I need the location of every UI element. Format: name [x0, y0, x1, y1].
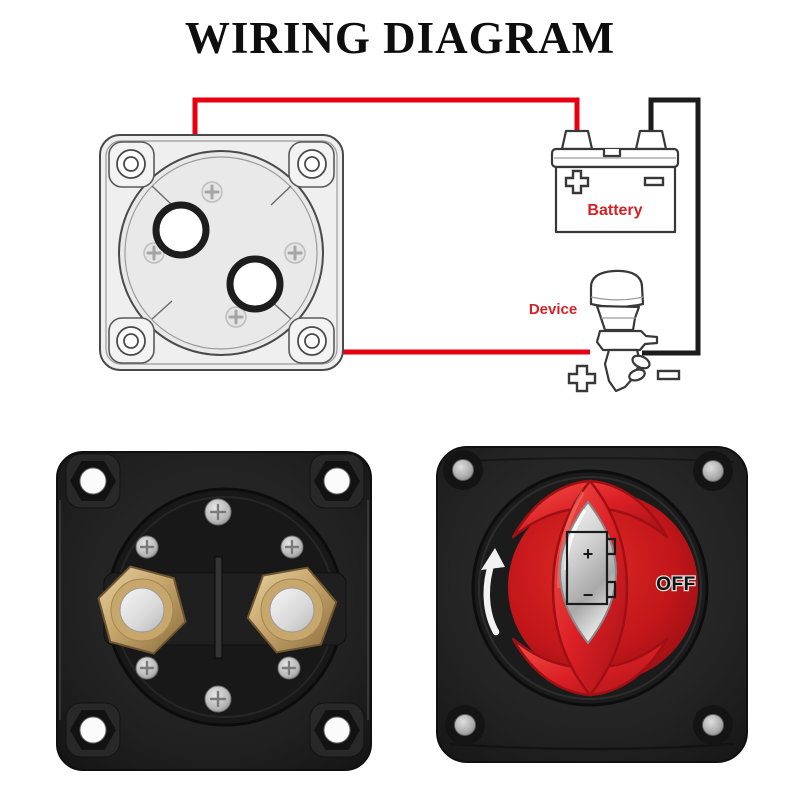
- screw-cross: [281, 660, 297, 676]
- device-label: Device: [529, 301, 577, 318]
- switch-housing-inner-line: [105, 140, 338, 365]
- screw-cross: [204, 184, 220, 200]
- battery-icon: + −: [565, 530, 617, 606]
- screw-cross: [146, 245, 162, 261]
- screw-cross: [209, 503, 227, 521]
- switch-top-view-drawing: [99, 134, 344, 371]
- screw-cross: [284, 539, 300, 555]
- minus-symbol: [643, 176, 665, 187]
- switch-face-inner-circle: [124, 156, 318, 350]
- minus-symbol: [656, 369, 681, 381]
- wiring-schematic: Battery Device: [99, 97, 701, 393]
- mount-hole-icon: [123, 333, 139, 349]
- battery-icon-outline: [565, 530, 609, 606]
- screw-icon: [702, 714, 724, 736]
- terminal-stud: [269, 587, 315, 633]
- screw-cross: [228, 309, 244, 325]
- negative-wire-battery-to-device: [642, 97, 701, 356]
- brass-terminal-positive: [97, 565, 187, 655]
- motor-cowl: [589, 269, 645, 309]
- corner-mount-tabs: [108, 141, 335, 364]
- dial-face-ring: [478, 476, 702, 700]
- chrome-lens: [558, 500, 618, 645]
- mount-hole-icon: [304, 156, 320, 172]
- arrow-head: [481, 548, 505, 570]
- body-edge-highlights: [59, 500, 369, 720]
- mount-through-hole: [79, 716, 107, 744]
- face-screws: [143, 181, 306, 328]
- battery-post-negative: [634, 129, 668, 151]
- body-bottom-seam: [449, 742, 735, 751]
- terminal-hole-positive: [152, 201, 210, 259]
- motor-lower-unit: [603, 348, 642, 393]
- mount-tab-gussets: [151, 185, 292, 320]
- propeller-blade: [631, 354, 651, 370]
- lens-minus-mark: −: [583, 585, 594, 605]
- mount-hole-icon: [123, 156, 139, 172]
- motor-cowl-band: [590, 296, 644, 301]
- device-drawing: Device: [529, 269, 681, 393]
- battery-post-positive: [560, 129, 594, 151]
- screw-icon: [452, 459, 474, 481]
- battery-drawing: Battery: [550, 129, 680, 234]
- mount-hole-icon: [304, 333, 320, 349]
- screw-cross: [287, 245, 303, 261]
- corner-mount-bosses: [65, 453, 365, 758]
- terminal-divider-bar: [214, 556, 223, 659]
- brass-terminal-load: [246, 566, 338, 654]
- screw-icon: [702, 460, 724, 482]
- terminal-stud: [119, 587, 165, 633]
- terminal-hole-load: [226, 255, 284, 313]
- screw-icon: [454, 714, 476, 736]
- rear-screws: [135, 498, 304, 713]
- screw-cross: [209, 690, 227, 708]
- plus-symbol: [564, 169, 590, 195]
- mount-through-hole: [79, 467, 107, 495]
- screw-cross: [139, 539, 155, 555]
- front-corner-screws: [443, 450, 733, 745]
- plus-symbol: [567, 364, 597, 393]
- rotate-arrow-icon: [481, 548, 505, 636]
- motor-bracket: [595, 329, 659, 352]
- switch-rear-photo: [56, 451, 372, 771]
- mount-through-hole: [323, 716, 351, 744]
- mount-through-hole: [323, 467, 351, 495]
- rotary-knob: + −: [511, 479, 669, 697]
- off-position-label: OFF: [656, 574, 696, 595]
- lens-plus-mark: +: [583, 544, 594, 564]
- propeller-blade: [628, 368, 646, 382]
- screw-cross: [139, 660, 155, 676]
- battery-lid-notch: [602, 149, 622, 158]
- switch-front-photo: OFF + −: [436, 446, 748, 763]
- battery-label: Battery: [587, 202, 642, 219]
- page-title: WIRING DIAGRAM: [184, 13, 616, 63]
- battery-icon-terminals: [607, 537, 617, 599]
